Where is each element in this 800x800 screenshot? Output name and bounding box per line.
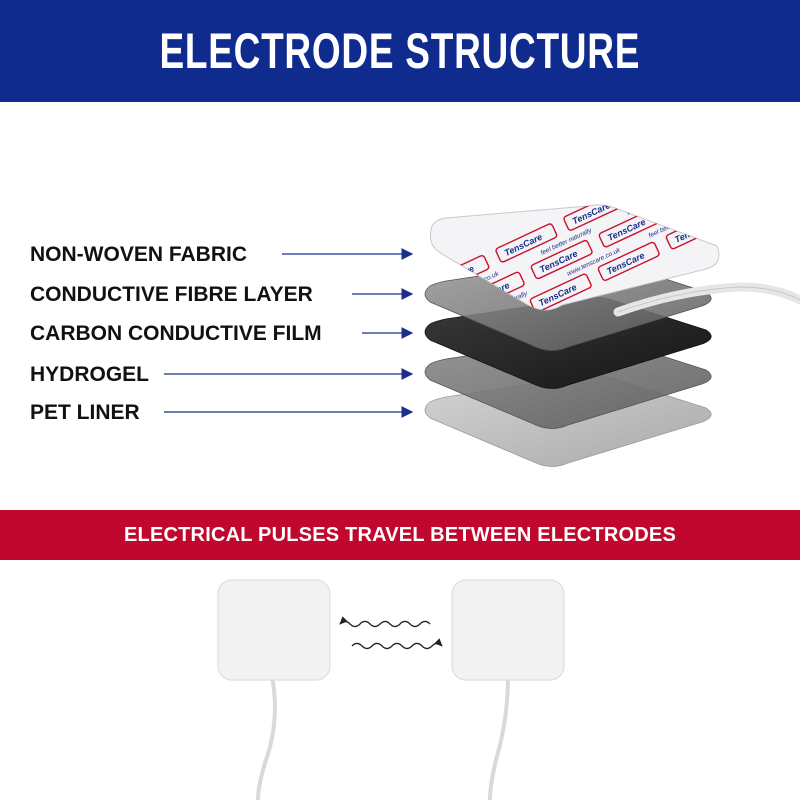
svg-text:www.tenscare.co.uk: www.tenscare.co.uk bbox=[626, 186, 682, 217]
electrode-structure-diagram: NON-WOVEN FABRIC CONDUCTIVE FIBRE LAYER … bbox=[30, 168, 800, 467]
layer-label-conductive-fibre: CONDUCTIVE FIBRE LAYER bbox=[30, 283, 313, 306]
pulse-wave-leftward bbox=[339, 616, 431, 628]
pulse-wave-rightward bbox=[351, 638, 443, 650]
right-electrode-wire bbox=[488, 675, 510, 800]
layer-label-carbon-film: CARBON CONDUCTIVE FILM bbox=[30, 322, 322, 345]
right-electrode-pad bbox=[451, 579, 565, 681]
layer-label-hydrogel: HYDROGEL bbox=[30, 363, 149, 386]
layer-label-pet-liner: PET LINER bbox=[30, 401, 140, 424]
svg-text:TensCare: TensCare bbox=[639, 168, 680, 194]
layer-label-non-woven-fabric: NON-WOVEN FABRIC bbox=[30, 243, 247, 266]
left-electrode-wire bbox=[256, 675, 277, 800]
title-banner: ELECTRODE STRUCTURE bbox=[0, 0, 800, 102]
pulse-banner-text: ELECTRICAL PULSES TRAVEL BETWEEN ELECTRO… bbox=[124, 523, 676, 546]
left-electrode-pad bbox=[217, 579, 331, 681]
page-title: ELECTRODE STRUCTURE bbox=[159, 23, 641, 79]
pulse-banner: ELECTRICAL PULSES TRAVEL BETWEEN ELECTRO… bbox=[0, 510, 800, 560]
electrode-pair-illustration bbox=[217, 579, 565, 800]
